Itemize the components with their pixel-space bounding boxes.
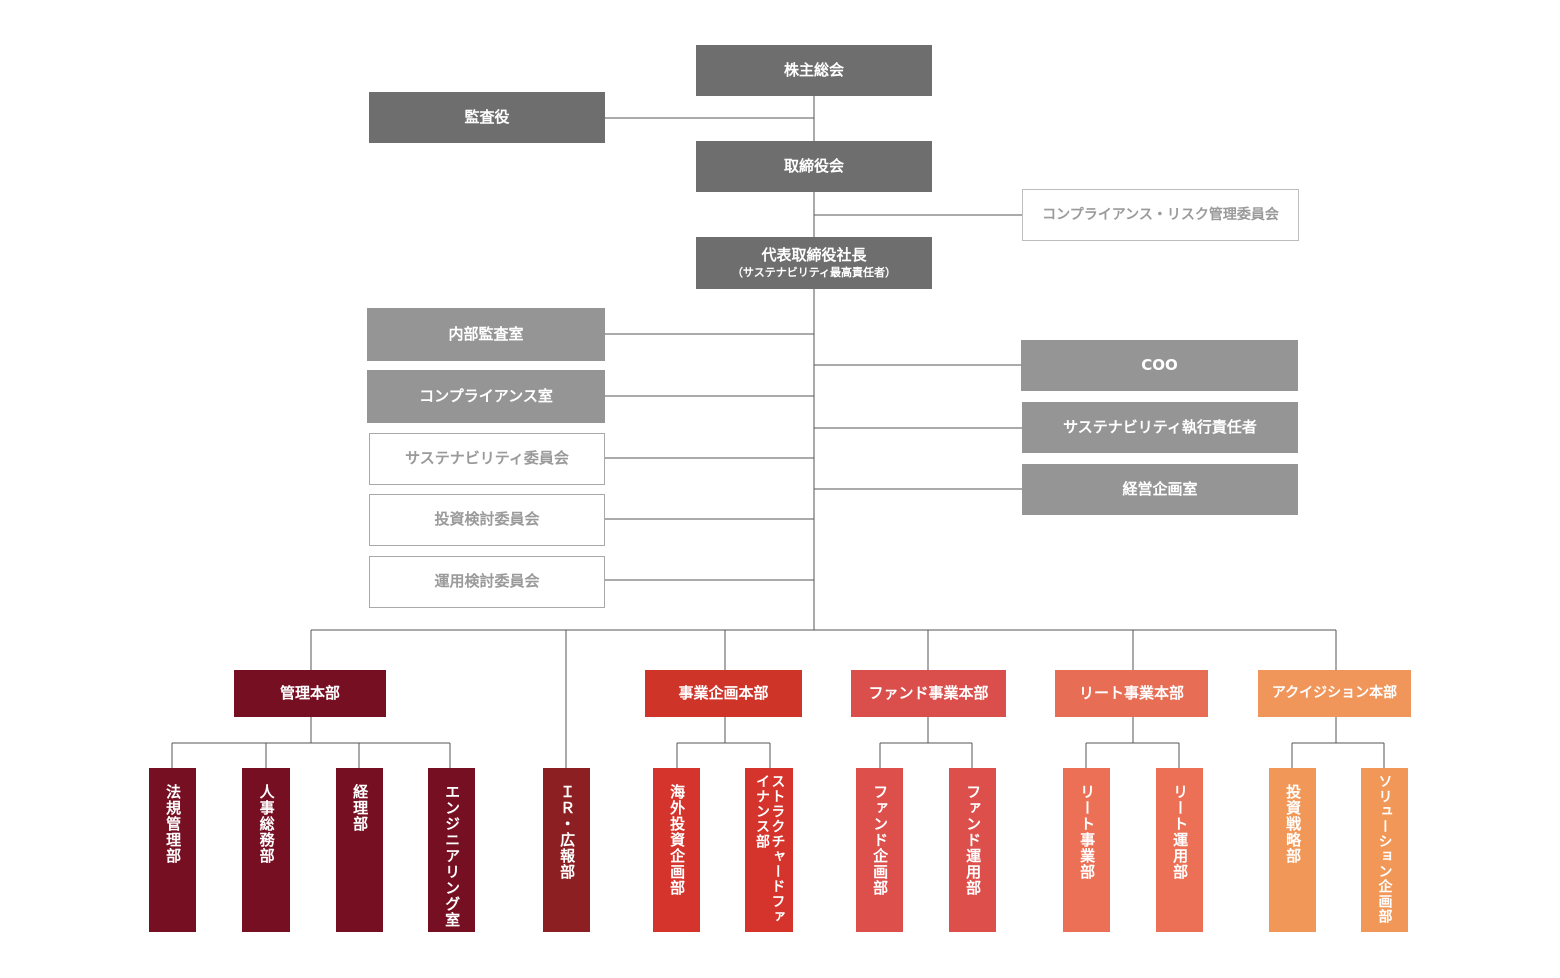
department-label: 人事総務部 <box>257 784 276 864</box>
staff-label: COO <box>1141 355 1178 374</box>
board-box: 取締役会 <box>696 141 932 192</box>
division-fund-box: ファンド事業本部 <box>851 670 1006 717</box>
department-label: ファンド企画部 <box>871 784 890 896</box>
department-box-ir: ＩＲ・広報部 <box>543 768 590 932</box>
department-box: ストラクチャードファイナンス部 <box>745 768 793 932</box>
compliance-risk-committee-box: コンプライアンス・リスク管理委員会 <box>1022 189 1299 241</box>
department-label: ストラクチャードファイナンス部 <box>754 774 786 924</box>
sustainability-committee-box: サステナビリティ委員会 <box>369 433 605 485</box>
division-acquisition-box: アクイジション本部 <box>1258 670 1411 717</box>
sustainability-officer-box: サステナビリティ執行責任者 <box>1022 402 1298 453</box>
department-box: リート運用部 <box>1156 768 1203 932</box>
division-label: 管理本部 <box>279 683 340 702</box>
staff-label: 投資検討委員会 <box>434 510 540 529</box>
division-reit-box: リート事業本部 <box>1055 670 1208 717</box>
staff-label: 運用検討委員会 <box>434 572 540 591</box>
department-box: ファンド運用部 <box>949 768 996 932</box>
president-subtitle: （サステナビリティ最高責任者） <box>731 265 897 279</box>
department-box: エンジニアリング室 <box>428 768 475 932</box>
division-administration-box: 管理本部 <box>234 670 386 717</box>
department-box: 投資戦略部 <box>1269 768 1316 932</box>
department-box: 経理部 <box>336 768 383 932</box>
department-label: リート運用部 <box>1171 784 1190 880</box>
department-box: 人事総務部 <box>242 768 290 932</box>
division-label: ファンド事業本部 <box>868 683 989 702</box>
operations-review-committee-box: 運用検討委員会 <box>369 556 605 608</box>
investment-review-committee-box: 投資検討委員会 <box>369 494 605 546</box>
president-title: 代表取締役社長 <box>761 246 867 265</box>
division-label: リート事業本部 <box>1078 683 1184 702</box>
department-box: 海外投資企画部 <box>653 768 700 932</box>
department-label: ファンド運用部 <box>964 784 983 896</box>
department-box: 法規管理部 <box>149 768 196 932</box>
department-box: ファンド企画部 <box>856 768 903 932</box>
department-box: リート事業部 <box>1063 768 1110 932</box>
staff-label: 内部監査室 <box>448 324 524 343</box>
staff-label: サステナビリティ委員会 <box>405 449 569 468</box>
board-label: 取締役会 <box>783 156 844 175</box>
department-label: ＩＲ・広報部 <box>558 784 577 880</box>
department-box: ソリューション企画部 <box>1361 768 1408 932</box>
department-label: 法規管理部 <box>164 784 183 864</box>
internal-audit-box: 内部監査室 <box>367 308 605 361</box>
department-label: 経理部 <box>351 784 370 832</box>
department-label: リート事業部 <box>1078 784 1097 880</box>
division-label: アクイジション本部 <box>1271 685 1398 702</box>
department-label: 投資戦略部 <box>1284 784 1303 864</box>
staff-label: コンプライアンス室 <box>419 386 553 405</box>
division-label: 事業企画本部 <box>678 683 769 702</box>
department-label: 海外投資企画部 <box>668 784 687 896</box>
shareholders-meeting-label: 株主総会 <box>783 60 844 79</box>
corporate-planning-box: 経営企画室 <box>1022 464 1298 515</box>
coo-box: COO <box>1021 340 1298 391</box>
auditor-box: 監査役 <box>369 92 605 143</box>
shareholders-meeting-box: 株主総会 <box>696 45 932 96</box>
department-label: エンジニアリング室 <box>443 784 462 928</box>
staff-label: 経営企画室 <box>1122 479 1198 498</box>
staff-label: サステナビリティ執行責任者 <box>1063 417 1257 436</box>
auditor-label: 監査役 <box>464 107 510 126</box>
division-business-planning-box: 事業企画本部 <box>645 670 802 717</box>
compliance-office-box: コンプライアンス室 <box>367 370 605 423</box>
department-label: ソリューション企画部 <box>1376 774 1393 924</box>
compliance-risk-committee-label: コンプライアンス・リスク管理委員会 <box>1042 206 1279 223</box>
president-box: 代表取締役社長 （サステナビリティ最高責任者） <box>696 237 932 289</box>
